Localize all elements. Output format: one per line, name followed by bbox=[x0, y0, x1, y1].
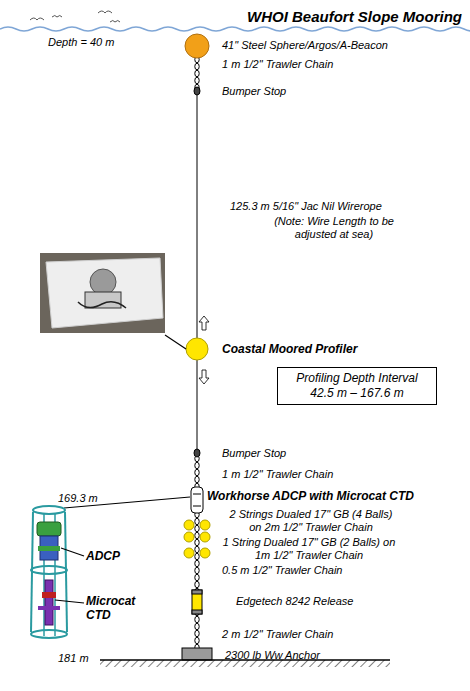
ctd-body bbox=[45, 580, 53, 625]
profiler-symbol bbox=[186, 338, 208, 360]
photo-housing bbox=[46, 258, 163, 328]
bird-symbol bbox=[30, 18, 44, 20]
glass-ball bbox=[184, 548, 194, 558]
adcp-band bbox=[38, 546, 60, 551]
anchor-block bbox=[182, 648, 212, 660]
photo-body bbox=[85, 292, 121, 308]
release-cap bbox=[192, 590, 202, 594]
part-label: 1 m 1/2" Trawler Chain bbox=[222, 58, 333, 71]
adcp-on-line bbox=[191, 487, 203, 513]
glass-ball bbox=[200, 520, 210, 530]
depth-label: 169.3 m bbox=[58, 492, 98, 505]
instrument-frame bbox=[31, 506, 67, 638]
bumper-stop bbox=[194, 87, 200, 95]
instrument-label: Workhorse ADCP with Microcat CTD bbox=[207, 489, 414, 503]
top-chain bbox=[194, 58, 200, 88]
instrument-label: Coastal Moored Profiler bbox=[222, 342, 357, 356]
ctd-clamp bbox=[38, 606, 60, 610]
photo-sphere bbox=[90, 269, 116, 295]
box-text: Profiling Depth Interval 42.5 m – 167.6 … bbox=[284, 371, 430, 401]
glass-ball bbox=[184, 520, 194, 530]
lower-wire bbox=[197, 360, 198, 450]
bird-symbol bbox=[98, 11, 112, 13]
chain-segment bbox=[194, 614, 200, 649]
bumper-stop bbox=[194, 449, 200, 457]
part-label: 2300 lb Ww Anchor bbox=[225, 649, 320, 662]
bird-symbols bbox=[30, 11, 120, 22]
info-box: Profiling Depth Interval 42.5 m – 167.6 … bbox=[277, 367, 437, 405]
leader-line bbox=[61, 548, 84, 556]
glass-ball bbox=[200, 532, 210, 542]
release-cap bbox=[192, 610, 202, 614]
part-label: 125.3 m 5/16" Jac Nil Wirerope bbox=[230, 200, 382, 213]
seabed-hatch bbox=[100, 660, 390, 667]
bird-symbol bbox=[110, 21, 120, 23]
release-body bbox=[192, 590, 202, 614]
top-wire bbox=[197, 95, 198, 338]
part-label: 1 m 1/2" Trawler Chain bbox=[222, 468, 333, 481]
callout-label: ADCP bbox=[86, 549, 120, 563]
profiler-photo bbox=[40, 253, 165, 333]
steel-sphere bbox=[185, 34, 209, 58]
part-label: Bumper Stop bbox=[222, 447, 286, 460]
ctd-sensor bbox=[42, 592, 56, 598]
bird-symbol bbox=[52, 16, 62, 18]
part-label: 2 m 1/2" Trawler Chain bbox=[222, 628, 333, 641]
callout-label: Microcat CTD bbox=[86, 594, 142, 622]
photo-background bbox=[40, 253, 165, 333]
part-label: Bumper Stop bbox=[222, 85, 286, 98]
glass-ball bbox=[184, 532, 194, 542]
leader-line bbox=[165, 335, 186, 349]
down-arrow bbox=[199, 370, 209, 384]
glass-balls bbox=[184, 520, 210, 558]
part-label: 1 String Dualed 17" GB (2 Balls) on 1m 1… bbox=[222, 536, 396, 562]
part-label: 41" Steel Sphere/Argos/A-Beacon bbox=[222, 39, 388, 52]
chain-segment bbox=[194, 457, 200, 487]
part-label: 2 Strings Dualed 17" GB (4 Balls) on 2m … bbox=[222, 508, 400, 534]
adcp-cage bbox=[191, 487, 203, 513]
part-label: 0.5 m 1/2" Trawler Chain bbox=[222, 564, 342, 577]
depth-label: Depth = 40 m bbox=[48, 36, 114, 49]
adcp-detail bbox=[193, 506, 201, 507]
leader-line bbox=[55, 600, 84, 603]
frame-bottom bbox=[31, 630, 67, 638]
adcp-detail bbox=[193, 494, 201, 495]
photo-cable bbox=[78, 302, 126, 308]
frame-top bbox=[33, 506, 65, 514]
frame-ring bbox=[31, 566, 67, 574]
glass-ball bbox=[200, 548, 210, 558]
sea-surface bbox=[0, 27, 470, 31]
acoustic-release bbox=[192, 590, 202, 614]
part-label: Edgetech 8242 Release bbox=[236, 595, 353, 608]
up-arrow bbox=[199, 316, 209, 330]
note-text: (Note: Wire Length to be adjusted at sea… bbox=[268, 215, 400, 241]
depth-label: 181 m bbox=[58, 652, 89, 665]
diagram-title: WHOI Beaufort Slope Mooring bbox=[240, 8, 462, 26]
adcp-head bbox=[37, 522, 61, 536]
chain-segment bbox=[194, 513, 200, 590]
